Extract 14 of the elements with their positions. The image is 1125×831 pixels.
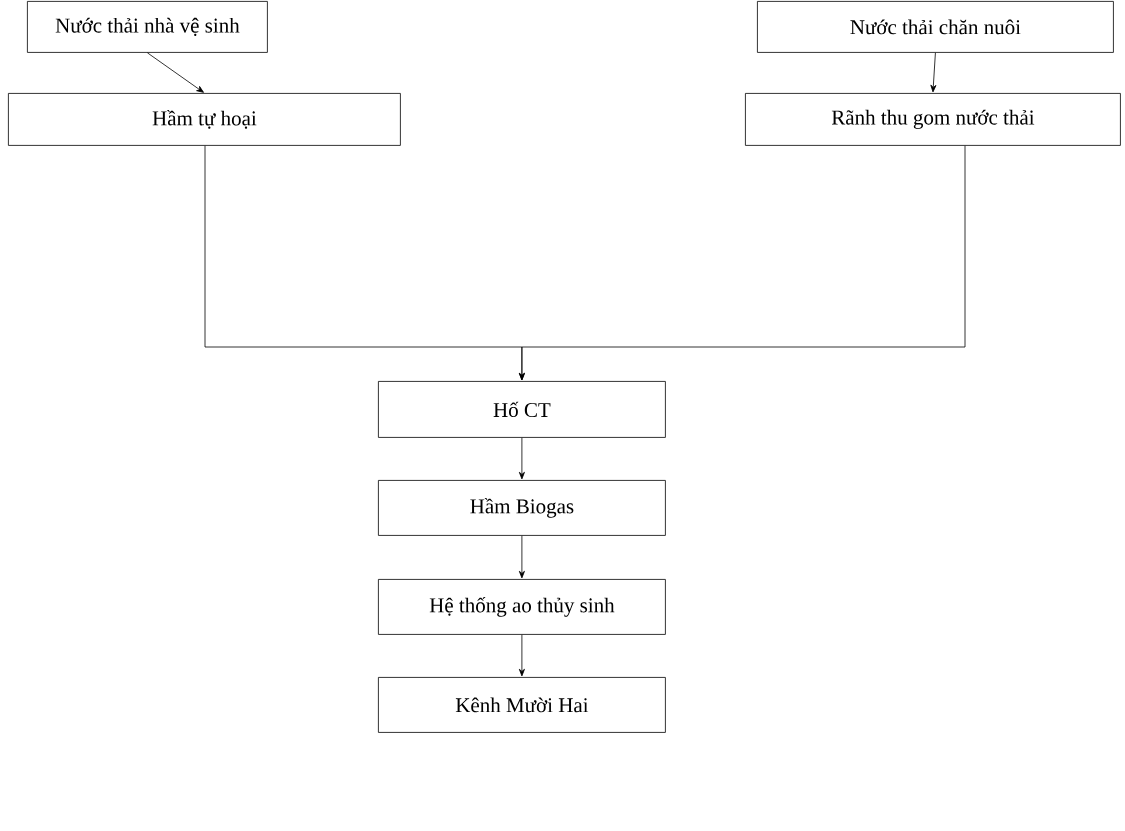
process-box: Hố CT [378, 381, 666, 438]
process-box: Hầm Biogas [378, 480, 666, 536]
arrow [930, 52, 937, 93]
process-box: Nước thải chăn nuôi [757, 1, 1114, 53]
process-box: Kênh Mười Hai [378, 677, 666, 733]
process-box: Nước thải nhà vệ sinh [27, 1, 268, 53]
process-box: Hệ thống ao thủy sinh [378, 579, 666, 635]
arrow [518, 437, 525, 480]
arrow [518, 634, 525, 677]
arrow [518, 535, 525, 579]
process-box: Hầm tự hoại [8, 93, 401, 146]
arrow [147, 52, 204, 93]
arrow [518, 145, 966, 381]
process-box: Rãnh thu gom nước thải [745, 93, 1121, 146]
